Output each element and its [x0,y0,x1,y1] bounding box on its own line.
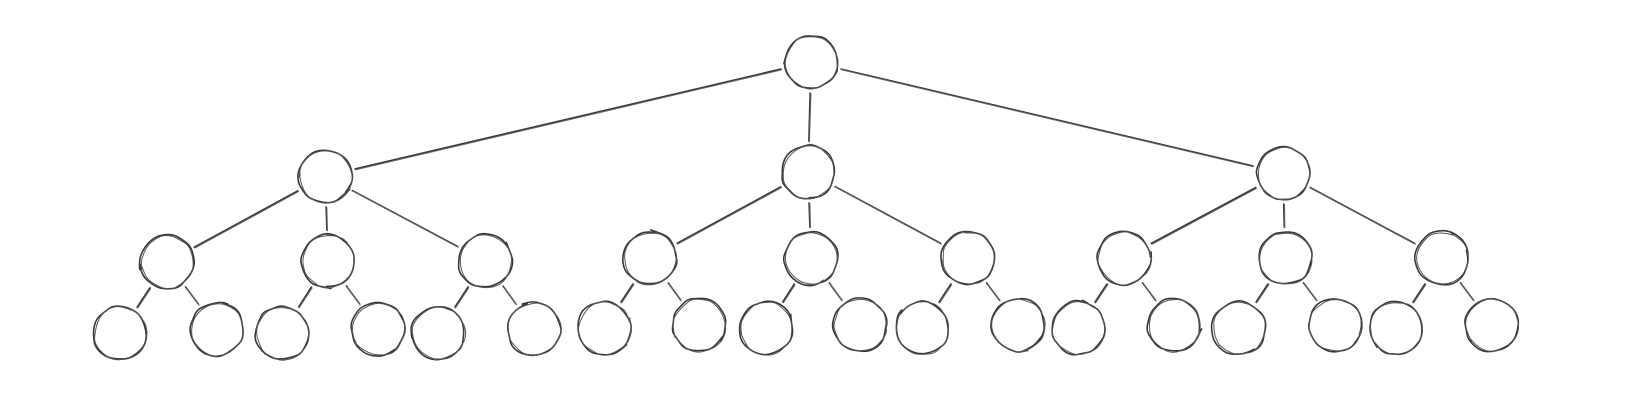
tree-node-level3-12 [990,297,1046,353]
tree-nodes [92,35,1520,361]
tree-node-level3-15 [1210,300,1267,355]
tree-node-level2-4 [622,229,678,286]
edge-l2-to-l3-5 [454,286,470,309]
tree-node-level3-4 [350,301,406,357]
edge-l1-to-l2-7 [1150,186,1257,245]
edge-l2-to-l3-4 [345,285,361,306]
edge-l2-to-l3-7 [620,283,635,304]
tree-edges [136,68,1475,309]
tree-node-level3-11 [895,300,950,355]
edge-l2-to-l3-2 [184,286,200,306]
tree-node-level2-3 [457,232,514,289]
tree-node-level3-7 [577,300,633,356]
edge-l2-to-l3-9 [781,283,796,304]
tree-node-level3-18 [1464,297,1520,353]
edge-l2-to-l3-8 [667,282,682,302]
edge-l1-to-l2-6 [834,185,942,245]
edge-l2-to-l3-6 [502,285,517,306]
tree-node-level2-9 [1413,229,1469,286]
edge-l1-to-l2-4 [676,186,783,245]
edge-l1-to-l2-1 [193,190,300,249]
tree-node-level3-8 [671,297,727,353]
tree-node-level2-6 [940,230,996,286]
edge-l2-to-l3-14 [1141,282,1157,302]
tree-node-level2-7 [1096,230,1153,287]
tree-node-level3-10 [831,297,888,353]
edge-l2-to-l3-11 [938,283,953,304]
tree-node-level1-3 [1255,145,1311,201]
edge-l2-to-l3-10 [828,282,843,302]
edge-l2-to-l3-12 [985,282,1001,302]
tree-node-level3-6 [506,301,562,357]
edge-l1-to-l2-8 [1282,203,1286,229]
edge-l2-to-l3-18 [1459,282,1475,302]
edge-l1-to-l2-2 [325,206,329,232]
tree-node-level3-1 [92,305,148,361]
tree-node-level3-3 [254,305,310,361]
edge-l2-to-l3-3 [297,286,313,309]
tree-node-level3-17 [1369,300,1424,356]
tree-node-level3-13 [1051,299,1106,356]
tree-node-level3-16 [1307,298,1363,353]
edge-l2-to-l3-15 [1255,283,1270,304]
edge-l1-to-l2-3 [351,189,459,248]
edge-l2-to-l3-16 [1302,282,1318,302]
edge-l1-to-l2-9 [1309,186,1416,245]
tree-node-level2-1 [138,233,196,290]
tree-node-level2-2 [300,232,355,290]
edge-root-to-l1-2 [808,92,812,143]
edge-l2-to-l3-1 [136,287,152,309]
edge-l2-to-l3-17 [1412,283,1427,304]
edge-l2-to-l3-13 [1094,283,1109,304]
tree-node-level3-2 [189,301,244,358]
edge-root-to-l1-1 [354,68,783,171]
tree-node-level1-2 [781,144,836,200]
tree-node-level2-8 [1258,231,1313,285]
tree-node-root [783,35,839,90]
tree-node-level3-5 [410,305,467,361]
tree-node-level3-9 [738,300,794,356]
edge-root-to-l1-3 [840,68,1254,168]
tree-node-level2-5 [782,230,839,287]
tree-node-level1-1 [297,149,354,204]
edge-l1-to-l2-5 [808,202,812,229]
tree-node-level3-14 [1146,297,1203,353]
